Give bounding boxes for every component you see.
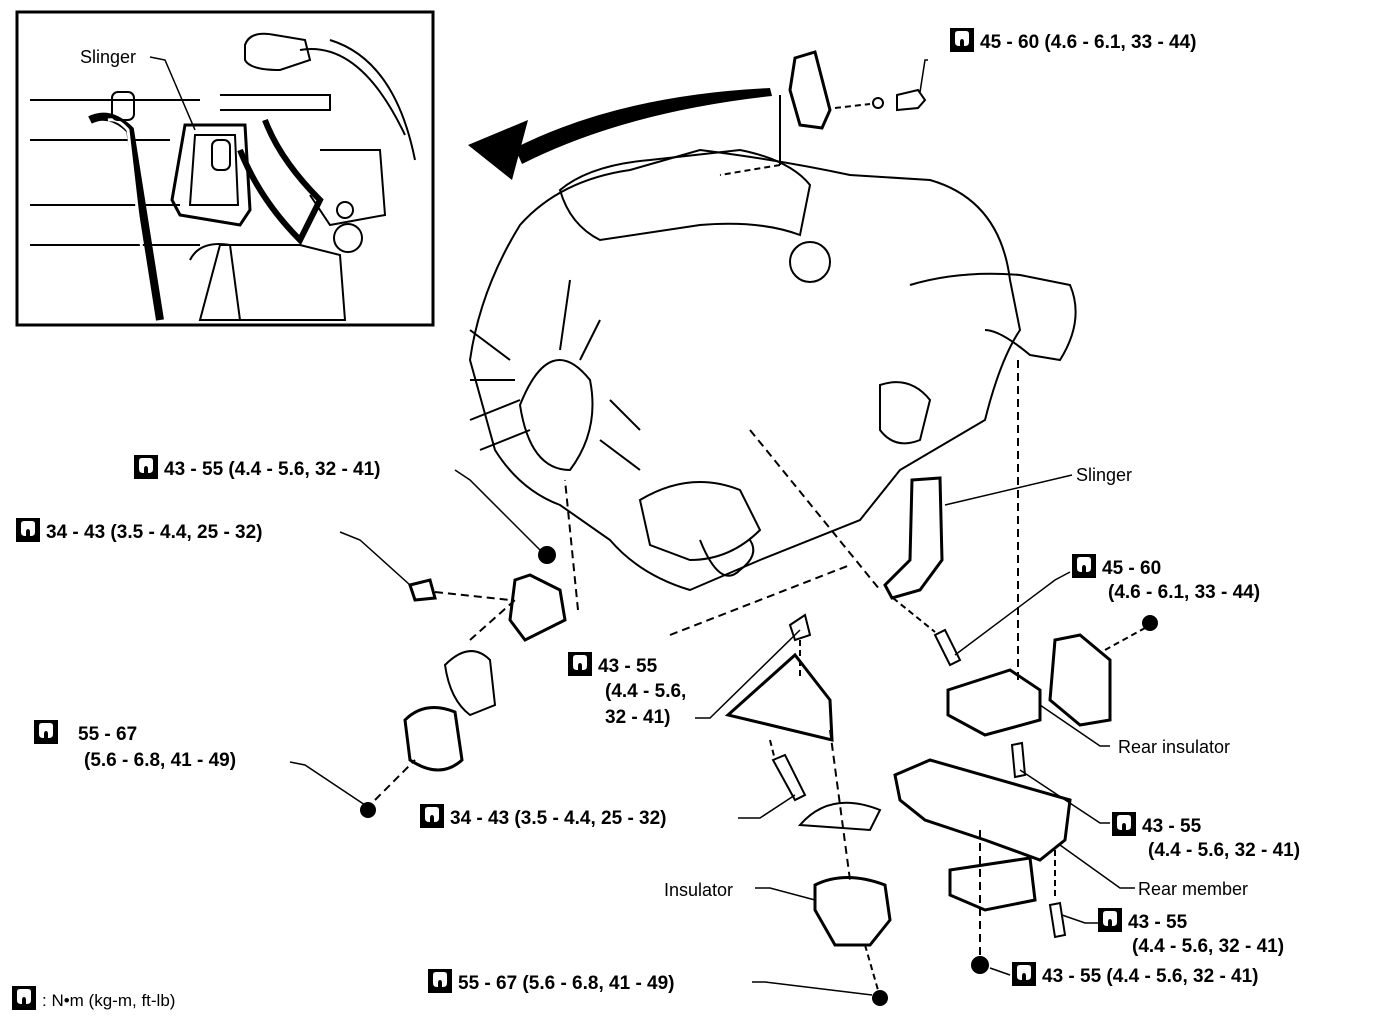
top-engine-bracket [719,50,927,176]
torque-center-bracket-detail-2: 32 - 41) [605,707,671,728]
torque-value: 43 - 55 (4.4 - 5.6, 32 - 41) [1042,966,1259,987]
torque-center-bolt: 34 - 43 (3.5 - 4.4, 25 - 32) [420,804,667,832]
center-mount-bracket [669,564,892,1006]
torque-wrench-icon [950,28,974,52]
torque-value: 45 - 60 (4.6 - 6.1, 33 - 44) [980,32,1197,53]
slinger-label: Slinger [1076,465,1133,485]
torque-value: 43 - 55 [1128,912,1188,933]
torque-value: 34 - 43 (3.5 - 4.4, 25 - 32) [450,808,667,829]
torque-wrench-icon [1112,812,1136,836]
torque-value: 55 - 67 (5.6 - 6.8, 41 - 49) [458,973,675,994]
torque-front-bracket-nut: 43 - 55 (4.4 - 5.6, 32 - 41) [134,455,381,483]
torque-value: 43 - 55 (4.4 - 5.6, 32 - 41) [164,459,381,480]
torque-value: 43 - 55 [1142,816,1202,837]
torque-rear-member-detail: (4.4 - 5.6, 32 - 41) [1148,840,1301,861]
torque-center-bracket-detail: (4.4 - 5.6, [605,681,687,702]
engine-assembly [468,148,1077,592]
torque-wrench-icon [16,518,40,542]
torque-top-bracket: 45 - 60 (4.6 - 6.1, 33 - 44) [950,28,1197,56]
torque-value: 55 - 67 [78,724,138,745]
front-left-mount [360,479,579,818]
torque-value: 34 - 43 (3.5 - 4.4, 25 - 32) [46,522,263,543]
torque-wrench-icon [428,969,452,993]
inset-detail [15,10,435,327]
rear-insulator-label: Rear insulator [1118,737,1231,757]
torque-center-bracket: 43 - 55 [568,652,657,680]
torque-value: 45 - 60 [1102,558,1162,579]
rear-member-label: Rear member [1138,879,1249,899]
torque-wrench-icon [12,986,36,1010]
torque-slinger-bolt: 45 - 60 [1072,554,1161,582]
torque-insulator-nut: 55 - 67 (5.6 - 6.8, 41 - 49) [428,969,675,997]
torque-wrench-icon [1098,908,1122,932]
torque-wrench-icon [134,455,158,479]
right-slinger [749,429,962,667]
torque-slinger-bolt-detail: (4.6 - 6.1, 33 - 44) [1108,582,1261,603]
torque-left-insulator-detail: (5.6 - 6.8, 41 - 49) [84,750,237,771]
torque-rear-member: 43 - 55 [1112,812,1201,840]
torque-wrench-icon [1012,962,1036,986]
torque-value: 43 - 55 [598,656,658,677]
legend-text: : N•m (kg-m, ft-lb) [42,991,176,1010]
detail-arrow [468,88,772,180]
torque-units-legend: : N•m (kg-m, ft-lb) [12,986,175,1011]
torque-wrench-icon [568,652,592,676]
torque-rear-bolt-detail: (4.4 - 5.6, 32 - 41) [1132,936,1285,957]
rear-mount-assembly [893,360,1158,974]
torque-wrench-icon [34,720,58,744]
leader-lines [149,56,1135,996]
torque-wrench-icon [420,804,444,828]
inset-slinger-label: Slinger [80,47,137,67]
torque-rear-nut: 43 - 55 (4.4 - 5.6, 32 - 41) [1012,962,1259,990]
torque-rear-bolt: 43 - 55 [1098,908,1187,936]
insulator-label: Insulator [664,880,734,900]
torque-wrench-icon [1072,554,1096,578]
torque-front-bracket-bolt: 34 - 43 (3.5 - 4.4, 25 - 32) [16,518,263,546]
torque-left-insulator: 55 - 67 [34,720,137,748]
